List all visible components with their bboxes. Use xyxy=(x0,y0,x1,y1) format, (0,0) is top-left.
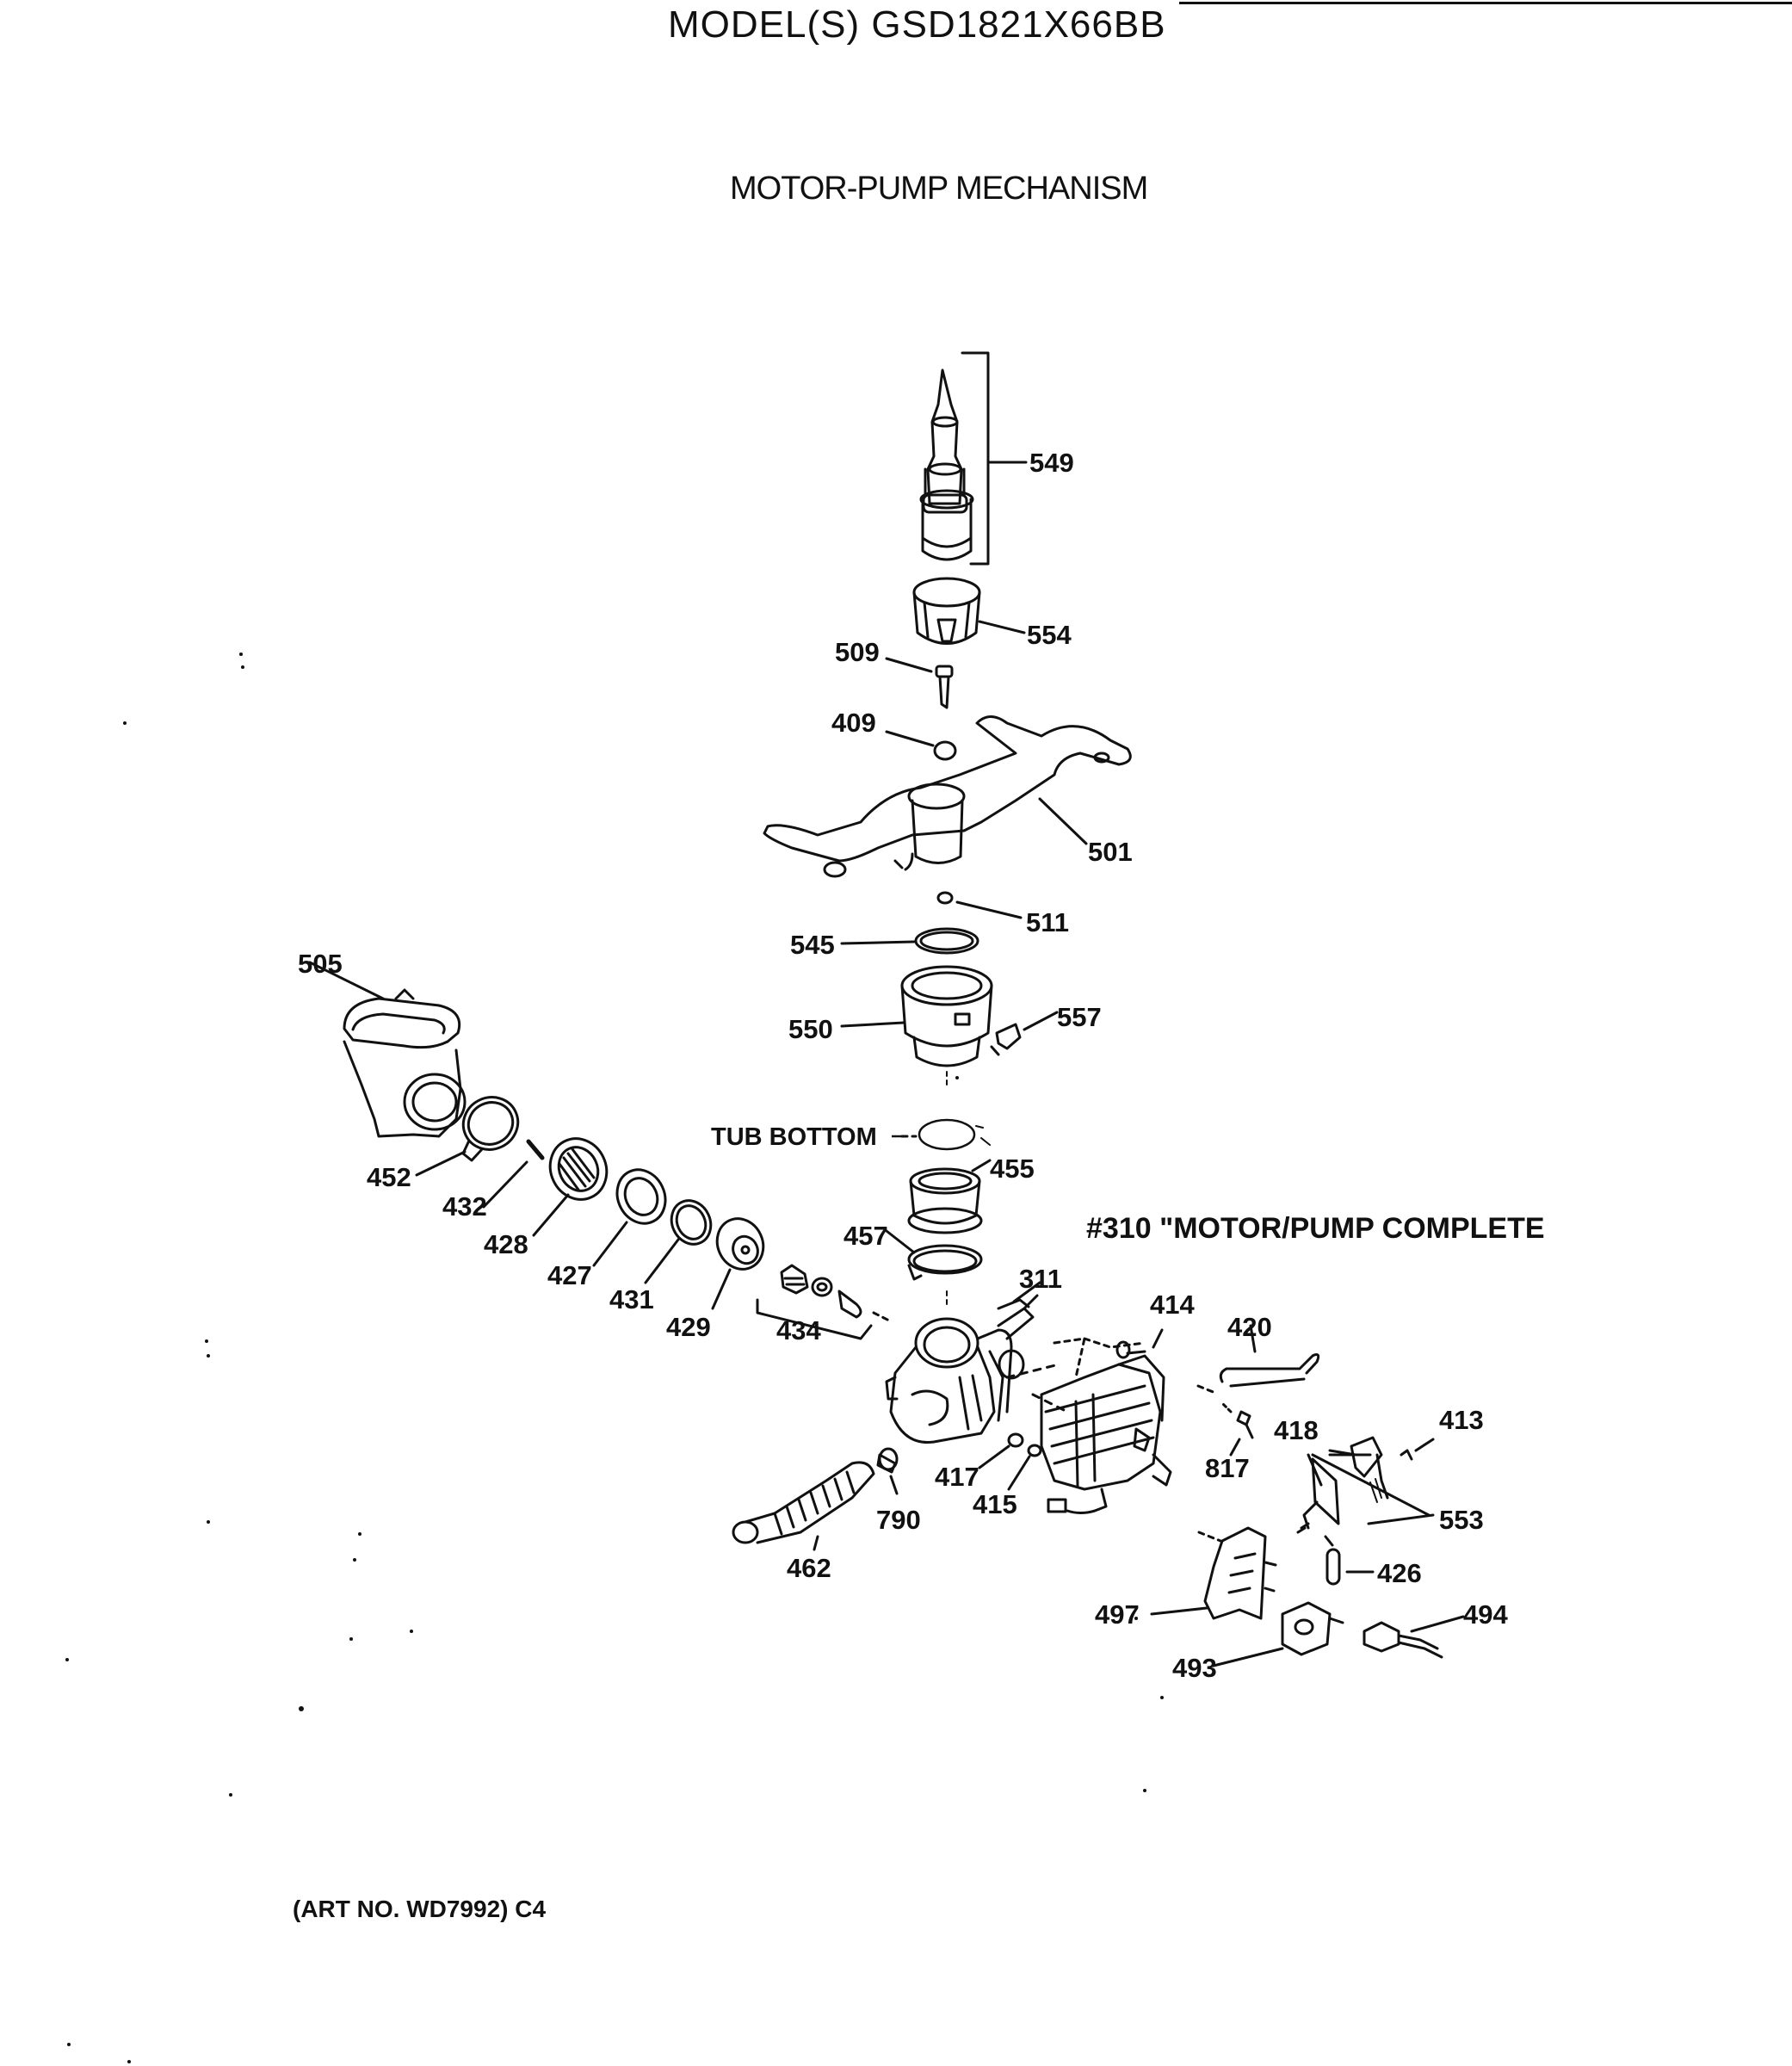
part-427-ring xyxy=(592,1168,667,1267)
callout-413: 413 xyxy=(1439,1405,1484,1435)
part-501-spray-arm xyxy=(763,715,1132,878)
callout-550: 550 xyxy=(788,1014,833,1044)
part-417-415-washers xyxy=(978,1432,1042,1491)
part-549-spray-tower xyxy=(919,351,1028,566)
part-550-pump-housing xyxy=(840,965,993,1067)
callout-511: 511 xyxy=(1026,907,1069,937)
part-426-pin xyxy=(1324,1535,1375,1586)
callout-509: 509 xyxy=(835,637,880,667)
part-414-screw xyxy=(1115,1328,1164,1359)
callout-431: 431 xyxy=(609,1284,654,1314)
callout-494: 494 xyxy=(1463,1599,1508,1630)
part-817-screw xyxy=(1220,1401,1254,1457)
callout-497: 497 xyxy=(1095,1599,1140,1630)
callout-434: 434 xyxy=(776,1315,821,1345)
callout-427: 427 xyxy=(547,1260,592,1290)
part-462-hose xyxy=(732,1461,875,1551)
part-409-nut xyxy=(885,730,957,761)
callout-428: 428 xyxy=(484,1229,528,1259)
callout-505: 505 xyxy=(298,949,343,979)
motor-assembly xyxy=(1040,1337,1172,1514)
part-790-fitting xyxy=(876,1447,899,1495)
part-509-screw xyxy=(885,657,954,709)
header-rule xyxy=(1179,2,1792,4)
part-420-rod xyxy=(1196,1324,1320,1395)
callout-553: 553 xyxy=(1439,1505,1484,1535)
part-494-harness xyxy=(1363,1615,1465,1659)
part-511-small-part xyxy=(936,891,1023,919)
part-413-clip xyxy=(1400,1438,1435,1461)
part-455-seal xyxy=(907,1159,992,1234)
section-title: MOTOR-PUMP MECHANISM xyxy=(730,170,1148,207)
scan-specks xyxy=(65,653,1164,2063)
callout-415: 415 xyxy=(973,1489,1017,1519)
part-553-bracket-assembly xyxy=(1296,1436,1435,1534)
callout-414: 414 xyxy=(1150,1290,1195,1320)
callout-417: 417 xyxy=(935,1462,979,1492)
callout-452: 452 xyxy=(367,1162,411,1192)
model-title: MODEL(S) GSD1821X66BB xyxy=(668,3,1166,46)
callout-426: 426 xyxy=(1377,1558,1422,1588)
callout-501: 501 xyxy=(1088,837,1133,867)
callout-455: 455 xyxy=(990,1154,1035,1184)
tub-bottom-label: TUB BOTTOM xyxy=(711,1123,877,1151)
callout-429: 429 xyxy=(666,1312,711,1342)
callout-790: 790 xyxy=(876,1505,921,1535)
part-428-impeller xyxy=(532,1137,609,1237)
callout-418: 418 xyxy=(1274,1415,1319,1445)
callout-549: 549 xyxy=(1029,448,1074,478)
callout-311: 311 xyxy=(1019,1264,1062,1294)
part-452-clamp xyxy=(415,1096,520,1177)
callout-409: 409 xyxy=(831,708,876,738)
part-432-spring xyxy=(482,1139,545,1209)
part-429-cover xyxy=(711,1217,765,1310)
part-457-clamp xyxy=(885,1229,983,1281)
callout-420: 420 xyxy=(1227,1312,1272,1342)
part-505-housing xyxy=(308,961,467,1138)
part-434-group xyxy=(756,1264,893,1340)
callout-817: 817 xyxy=(1205,1453,1250,1483)
art-number: (ART NO. WD7992) C4 xyxy=(293,1896,547,1922)
tub-bottom-outline xyxy=(900,1118,991,1151)
part-493-solenoid xyxy=(1212,1601,1344,1667)
callout-545: 545 xyxy=(790,930,835,960)
part-545-ring xyxy=(840,927,979,955)
part-557-clip xyxy=(990,1011,1059,1056)
callout-432: 432 xyxy=(442,1191,487,1222)
callout-457: 457 xyxy=(843,1221,888,1251)
motor-pump-note: #310 "MOTOR/PUMP COMPLETE xyxy=(1086,1212,1545,1245)
callout-557: 557 xyxy=(1057,1002,1102,1032)
part-431-ring xyxy=(644,1199,713,1284)
callout-554: 554 xyxy=(1027,620,1072,650)
callout-493: 493 xyxy=(1172,1653,1217,1683)
part-497-bracket xyxy=(1150,1526,1277,1620)
callout-462: 462 xyxy=(787,1553,831,1583)
part-554-tower-base xyxy=(912,577,1026,645)
